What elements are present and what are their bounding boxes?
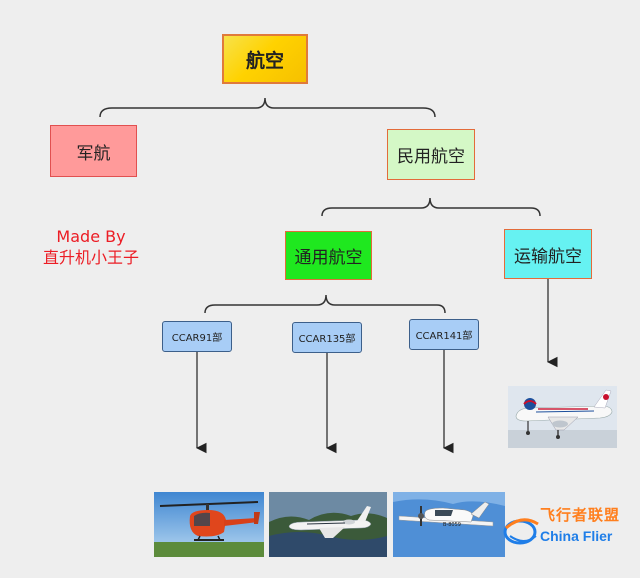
node-ccar135-label: CCAR135部 [298, 334, 356, 345]
node-transport-label: 运输航空 [514, 246, 582, 267]
node-general-aviation: 通用航空 [285, 231, 372, 280]
watermark-chinese: 飞行者联盟 [540, 506, 621, 524]
node-aviation: 航空 [222, 34, 308, 84]
helicopter-photo [154, 492, 264, 557]
node-ccar91: CCAR91部 [162, 321, 232, 352]
credit-line-1: Made By [56, 227, 126, 246]
watermark: 飞行者联盟 China Flier [500, 500, 640, 570]
node-military-label: 军航 [76, 143, 111, 164]
credit-line-2: 直升机小王子 [42, 248, 139, 267]
watermark-logo-icon [503, 518, 539, 545]
node-civil-aviation: 民用航空 [387, 129, 475, 180]
node-ccar135: CCAR135部 [292, 322, 362, 353]
propeller-plane-photo: B-8059 [393, 492, 505, 557]
node-ccar91-label: CCAR91部 [171, 333, 223, 344]
node-ccar141: CCAR141部 [409, 319, 479, 350]
watermark-english: China Flier [540, 528, 613, 544]
general-brace [204, 294, 446, 314]
node-ccar141-label: CCAR141部 [415, 331, 473, 342]
business-jet-photo [269, 492, 387, 557]
node-military-aviation: 军航 [50, 125, 137, 177]
node-transport-aviation: 运输航空 [504, 229, 592, 279]
node-aviation-label: 航空 [245, 49, 284, 72]
civil-brace [321, 197, 541, 217]
airliner-photo [508, 386, 617, 448]
root-brace [99, 97, 436, 118]
author-credit: Made By 直升机小王子 [30, 226, 152, 268]
svg-text:B-8059: B-8059 [443, 522, 461, 528]
node-civil-label: 民用航空 [397, 147, 465, 167]
node-general-label: 通用航空 [294, 248, 363, 268]
